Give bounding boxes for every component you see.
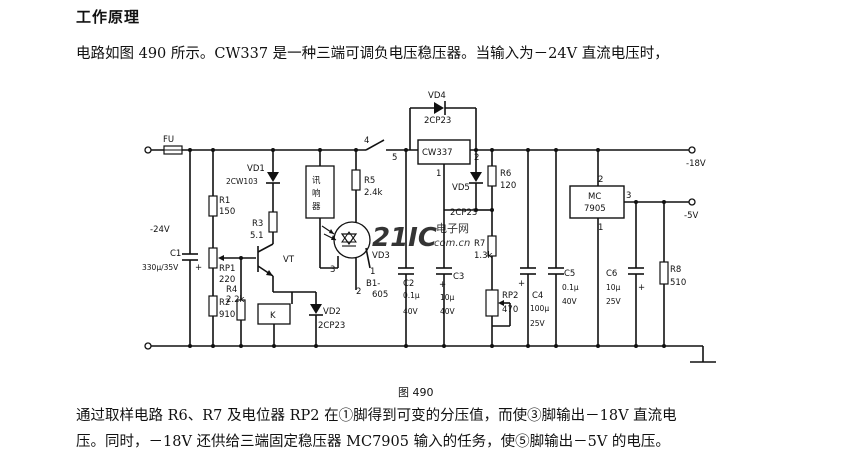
r2-value: 910 (219, 310, 235, 320)
b1-label: B1- (366, 279, 380, 289)
r4-value: 2.2k (226, 295, 245, 305)
output-18v-label: -18V (686, 159, 706, 169)
r2-label: R2 (219, 298, 230, 308)
r7-label: R7 (474, 239, 485, 249)
r5-value: 2.4k (364, 188, 383, 198)
vd2-value: 2CP23 (318, 321, 345, 331)
r6-label: R6 (500, 169, 511, 179)
c3-value-volt: 40V (440, 307, 456, 316)
r8-value: 510 (670, 278, 686, 288)
vd5-value: 2CP23 (450, 208, 477, 218)
svg-text:+: + (518, 279, 525, 289)
paragraph-intro: 电路如图 490 所示。CW337 是一种三端可调负电压稳压器。当输入为－24V… (76, 46, 669, 62)
c2-label: C2 (403, 279, 414, 289)
r1-label: R1 (219, 196, 230, 206)
circuit-schematic: FU -24V C1 330μ/35V + R1 150 RP1 220 R2 … (142, 91, 716, 363)
r5-label: R5 (364, 176, 375, 186)
r4-label: R4 (226, 285, 237, 295)
c6-label: C6 (606, 269, 617, 279)
r7-value: 1.3k (474, 251, 493, 261)
vd4-value: 2CP23 (424, 116, 451, 126)
buzzer-label-1: 讯 (312, 176, 321, 186)
buzzer-label-3: 器 (312, 202, 321, 212)
fuse-label: FU (163, 135, 174, 145)
input-voltage-label: -24V (150, 225, 170, 235)
watermark-logo: 21IC 电子网 com.cn (372, 222, 470, 253)
r1-value: 150 (219, 207, 235, 217)
vd4-label: VD4 (428, 91, 446, 101)
c4-value-cap: 100μ (530, 304, 549, 313)
vd1-label: VD1 (247, 164, 265, 174)
mc7905-pin2: 2 (598, 175, 603, 185)
vd3-label: VD3 (372, 251, 390, 261)
paragraph-body-2: 压。同时，－18V 还供给三端固定稳压器 MC7905 输入的任务，使⑤脚输出－… (76, 434, 670, 450)
svg-text:com.cn: com.cn (434, 238, 470, 249)
svg-text:+: + (638, 283, 645, 293)
svg-text:电子网: 电子网 (436, 222, 469, 235)
mc7905-line2: 7905 (584, 204, 606, 214)
c6-value-cap: 10μ (606, 283, 621, 292)
cw337-pin1: 1 (436, 169, 441, 179)
node-5-label: 5 (392, 153, 397, 163)
c5-label: C5 (564, 269, 575, 279)
c2-value-volt: 40V (403, 307, 419, 316)
r8-label: R8 (670, 265, 681, 275)
b1-pin2: 2 (356, 287, 361, 297)
c4-label: C4 (532, 291, 543, 301)
b1-pin3: 3 (330, 265, 335, 275)
r3-value: 5.1 (250, 231, 264, 241)
rp2-label: RP2 (502, 291, 518, 301)
r6-value: 120 (500, 181, 516, 191)
mc7905-pin1: 1 (598, 223, 603, 233)
node-4-label: 4 (364, 136, 369, 146)
c4-value-volt: 25V (530, 319, 546, 328)
output-5v-label: -5V (684, 211, 698, 221)
relay-label: K (270, 311, 276, 321)
rp1-label: RP1 (219, 264, 235, 274)
c5-value-volt: 40V (562, 297, 578, 306)
svg-text:+: + (439, 280, 446, 290)
figure-caption: 图 490 (398, 386, 434, 399)
r3-label: R3 (252, 219, 263, 229)
buzzer-label-2: 响 (312, 188, 321, 199)
rp1-value: 220 (219, 275, 235, 285)
vd5-label: VD5 (452, 183, 470, 193)
svg-text:+: + (195, 263, 202, 273)
c1-label: C1 (170, 249, 181, 259)
b1-value: 605 (372, 290, 388, 300)
mc7905-pin3: 3 (626, 191, 631, 201)
c3-value-cap: 10μ (440, 293, 455, 302)
mc7905-line1: MC (588, 192, 601, 202)
vt-label: VT (283, 255, 295, 265)
c1-value: 330μ/35V (142, 263, 179, 272)
svg-text:21IC: 21IC (372, 223, 437, 253)
section-heading: 工作原理 (76, 8, 141, 26)
vd2-label: VD2 (323, 307, 341, 317)
c6-value-volt: 25V (606, 297, 622, 306)
b1-pin1: 1 (370, 267, 375, 277)
vd1-value: 2CW103 (226, 177, 258, 186)
c5-value-cap: 0.1μ (562, 283, 579, 292)
paragraph-body-1: 通过取样电路 R6、R7 及电位器 RP2 在①脚得到可变的分压值，而使③脚输出… (76, 408, 677, 424)
c3-label: C3 (453, 272, 464, 282)
cw337-label: CW337 (422, 148, 453, 158)
rp2-value: 470 (502, 305, 518, 315)
c2-value-cap: 0.1μ (403, 291, 420, 300)
